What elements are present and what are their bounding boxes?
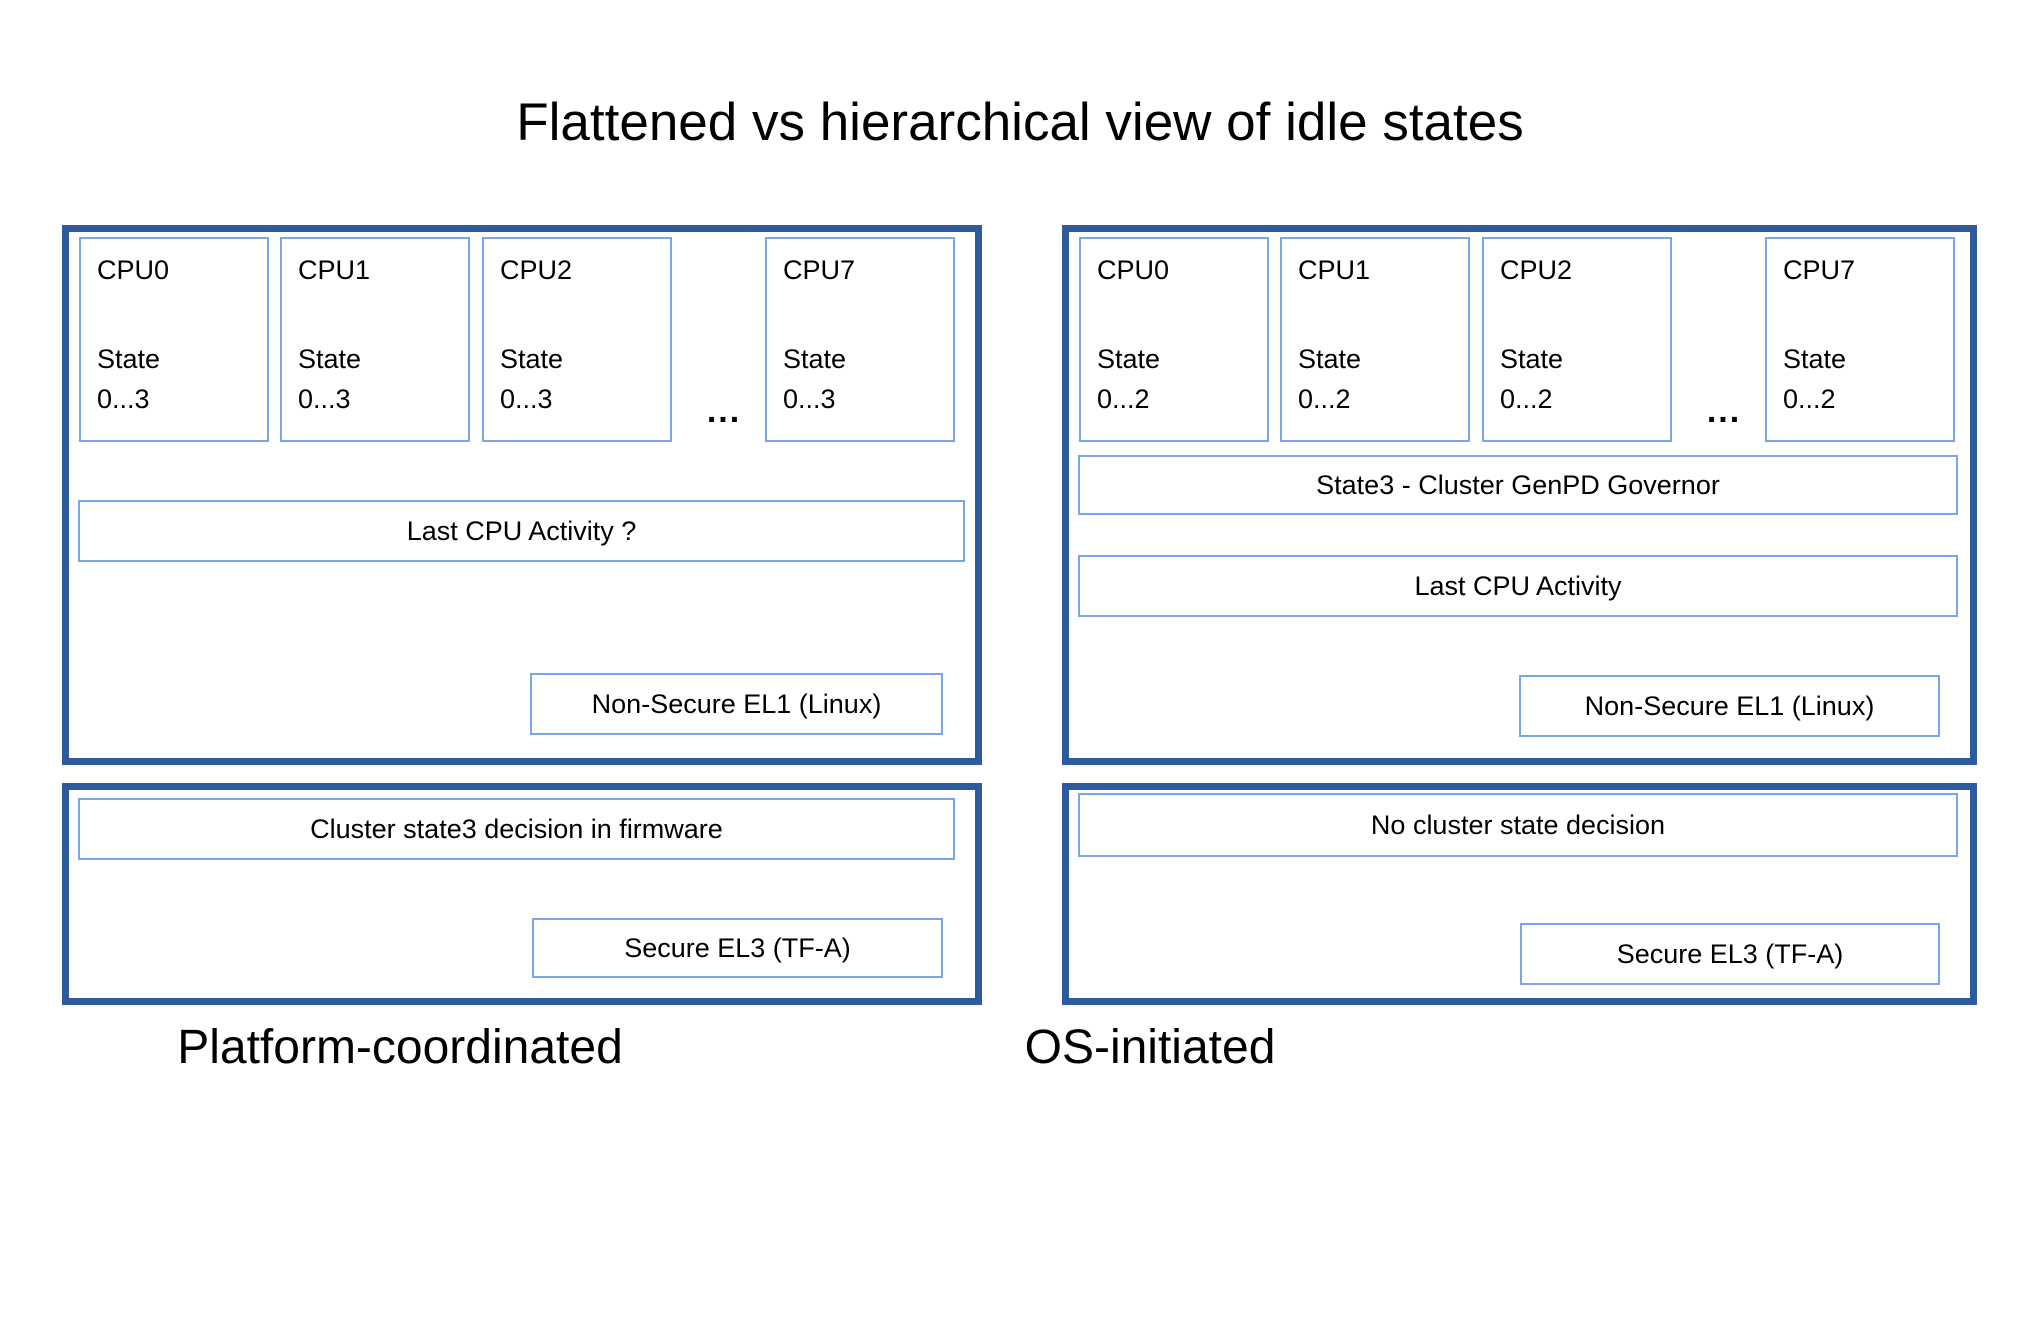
cpu-state-word: State: [1500, 344, 1564, 374]
slide-title: Flattened vs hierarchical view of idle s…: [516, 93, 1524, 152]
os-initiated-el3-panel: No cluster state decision Secure EL3 (TF…: [1062, 783, 1977, 1005]
cpu-name: CPU2: [500, 255, 573, 285]
last-cpu-activity-box: Last CPU Activity: [1078, 555, 1958, 617]
platform-coordinated-caption: Platform-coordinated: [177, 1021, 623, 1074]
secure-el3-box: Secure EL3 (TF-A): [532, 918, 943, 978]
cpu-state-range: 0...2: [1783, 384, 1836, 414]
last-cpu-activity-box: Last CPU Activity ?: [78, 500, 965, 562]
cpu-state: State 0...2: [1783, 339, 1846, 419]
cpu-state-word: State: [97, 344, 161, 374]
cpu-box: CPU7 State 0...3: [765, 237, 955, 442]
cpu-state: State 0...2: [1500, 339, 1563, 419]
cpu-state-range: 0...2: [1097, 384, 1150, 414]
os-initiated-caption: OS-initiated: [1024, 1021, 1276, 1074]
cpu-name: CPU2: [1500, 255, 1573, 285]
cpu-name: CPU1: [298, 255, 371, 285]
cpu-box: CPU2 State 0...2: [1482, 237, 1672, 442]
cpu-state-range: 0...3: [298, 384, 351, 414]
os-initiated-el1-panel: CPU0 State 0...2 CPU1 State 0...2 CPU2 S…: [1062, 225, 1977, 765]
cpu-state-range: 0...2: [1298, 384, 1351, 414]
cpu-box: CPU7 State 0...2: [1765, 237, 1955, 442]
cpu-state: State 0...2: [1298, 339, 1361, 419]
cpu-state-range: 0...2: [1500, 384, 1553, 414]
cpu-name: CPU0: [1097, 255, 1170, 285]
cpu-state-range: 0...3: [97, 384, 150, 414]
cpu-state-word: State: [1298, 344, 1362, 374]
cpu-ellipsis: ...: [1706, 392, 1742, 430]
cpu-state-word: State: [1783, 344, 1847, 374]
cpu-name: CPU0: [97, 255, 170, 285]
cpu-box: CPU1 State 0...2: [1280, 237, 1470, 442]
cpu-state-range: 0...3: [500, 384, 553, 414]
secure-el3-box: Secure EL3 (TF-A): [1520, 923, 1940, 985]
cpu-state-range: 0...3: [783, 384, 836, 414]
non-secure-el1-box: Non-Secure EL1 (Linux): [530, 673, 943, 735]
cpu-state-word: State: [1097, 344, 1161, 374]
cpu-state-word: State: [298, 344, 362, 374]
cpu-state-word: State: [500, 344, 564, 374]
cpu-state: State 0...3: [298, 339, 361, 419]
cluster-genpd-governor-box: State3 - Cluster GenPD Governor: [1078, 455, 1958, 515]
cpu-name: CPU7: [1783, 255, 1856, 285]
cpu-name: CPU7: [783, 255, 856, 285]
cpu-box: CPU1 State 0...3: [280, 237, 470, 442]
cpu-ellipsis: ...: [706, 392, 742, 430]
platform-coordinated-el3-panel: Cluster state3 decision in firmware Secu…: [62, 783, 982, 1005]
cpu-state: State 0...3: [97, 339, 160, 419]
cpu-state-word: State: [783, 344, 847, 374]
cpu-name: CPU1: [1298, 255, 1371, 285]
non-secure-el1-box: Non-Secure EL1 (Linux): [1519, 675, 1940, 737]
cluster-decision-box: No cluster state decision: [1078, 793, 1958, 857]
cpu-state: State 0...3: [783, 339, 846, 419]
cpu-state: State 0...3: [500, 339, 563, 419]
platform-coordinated-el1-panel: CPU0 State 0...3 CPU1 State 0...3 CPU2 S…: [62, 225, 982, 765]
cpu-box: CPU2 State 0...3: [482, 237, 672, 442]
cpu-box: CPU0 State 0...3: [79, 237, 269, 442]
cpu-box: CPU0 State 0...2: [1079, 237, 1269, 442]
cpu-state: State 0...2: [1097, 339, 1160, 419]
cluster-decision-box: Cluster state3 decision in firmware: [78, 798, 955, 860]
